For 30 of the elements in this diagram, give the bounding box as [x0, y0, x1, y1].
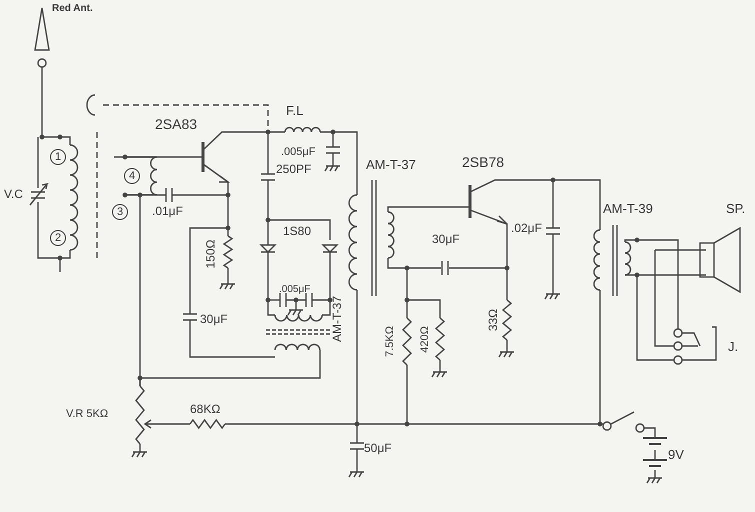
component-label: .005μF	[279, 285, 310, 295]
callout-number: 4	[124, 168, 140, 184]
component-label: .02μF	[511, 222, 542, 234]
component-label: 250PF	[276, 163, 312, 175]
component-label: AM-T-39	[603, 202, 653, 215]
component-label: AM-T-37	[366, 158, 416, 171]
component-label: 7.5KΩ	[384, 326, 396, 357]
component-label: 33Ω	[487, 308, 500, 332]
component-label: .01μF	[152, 205, 183, 217]
component-label: 150Ω	[204, 240, 216, 268]
component-label: AM-T-37	[331, 296, 343, 342]
component-label: 68KΩ	[190, 403, 220, 415]
component-label: .005μF	[281, 147, 316, 158]
component-label: 2SA83	[155, 117, 198, 131]
component-label: 2SB78	[462, 155, 504, 169]
callout-number: 1	[50, 149, 66, 165]
component-label: V.C	[4, 188, 23, 200]
component-label: J.	[728, 340, 738, 353]
component-label: V.R 5KΩ	[66, 409, 108, 420]
component-label: 9V	[668, 448, 684, 461]
component-label: F.L	[286, 104, 304, 117]
component-label: 420Ω	[420, 326, 431, 353]
component-label: 30μF	[200, 313, 228, 325]
component-label: SP.	[726, 202, 746, 215]
callout-number: 2	[50, 230, 66, 246]
component-label: Red Ant.	[52, 4, 93, 14]
component-label: 30μF	[432, 233, 460, 245]
component-label: 50μF	[364, 442, 392, 454]
component-label: 1S80	[283, 225, 312, 237]
callout-number: 3	[112, 204, 128, 220]
